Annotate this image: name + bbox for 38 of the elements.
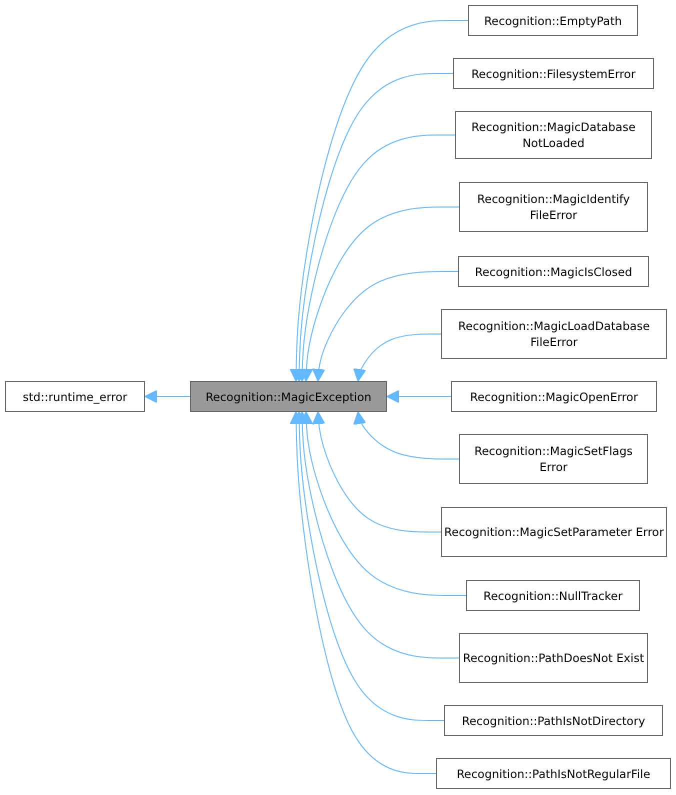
class-name: Recognition::MagicDatabase NotLoaded (470, 119, 637, 151)
class-box (5, 381, 145, 412)
class-box (459, 182, 648, 232)
class-name: Recognition::MagicIdentify FileError (476, 191, 631, 223)
class-name: Recognition::MagicSetParameter Error (444, 524, 664, 540)
inheritance-arrow (353, 411, 460, 460)
class-box (468, 5, 638, 36)
class-name: Recognition::FilesystemError (471, 66, 636, 82)
class-name: Recognition::PathIsNotDirectory (462, 712, 646, 728)
class-box (441, 507, 667, 557)
class-box (441, 309, 667, 359)
inheritance-arrow (312, 411, 442, 532)
class-box (459, 434, 648, 484)
class-box (453, 58, 654, 89)
inheritance-arrow (353, 334, 442, 382)
class-name: Recognition::MagicSetFlags Error (473, 443, 634, 475)
inheritance-arrow (312, 271, 458, 382)
class-box (458, 256, 649, 287)
class-name: Recognition::PathDoesNot Exist (462, 650, 644, 666)
class-box (459, 633, 648, 683)
class-box (455, 111, 652, 159)
class-name: Recognition::PathIsNotRegularFile (456, 766, 650, 782)
class-name: Recognition::MagicOpenError (470, 388, 638, 404)
inheritance-arrow (386, 390, 452, 404)
inheritance-arrow (290, 411, 436, 774)
class-name: Recognition::MagicLoadDatabase FileError (457, 318, 651, 350)
class-name: Recognition::EmptyPath (484, 12, 622, 28)
class-name: std::runtime_error (22, 388, 128, 404)
class-name: Recognition::NullTracker (483, 588, 623, 604)
class-box (451, 381, 657, 412)
highlighted-class-box (190, 381, 387, 412)
class-name: Recognition::MagicException (206, 388, 372, 404)
class-box (466, 580, 640, 611)
class-box (444, 705, 663, 736)
inheritance-arrow (144, 390, 190, 404)
class-name: Recognition::MagicIsClosed (474, 264, 632, 280)
inheritance-arrow (290, 20, 468, 382)
class-box (436, 758, 671, 789)
